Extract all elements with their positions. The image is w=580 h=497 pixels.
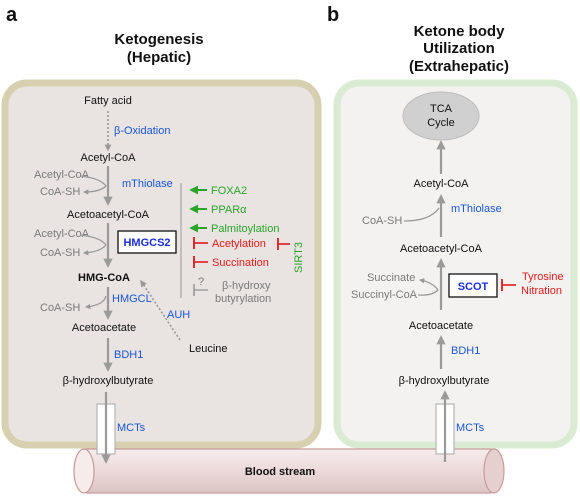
panel-b-title-line1: Ketone body: [414, 23, 505, 40]
sirt3-label: SIRT3: [293, 242, 305, 273]
coa-sh-b-curve: [403, 207, 440, 222]
bdh1-a-label: BDH1: [114, 349, 143, 361]
foxa2-label: FOXA2: [211, 185, 247, 197]
tca-line2: Cycle: [427, 117, 455, 129]
coa-sh-2: CoA-SH: [40, 247, 80, 259]
acetoacetate-b-label: Acetoacetate: [409, 320, 473, 332]
fatty-acid-label: Fatty acid: [84, 95, 132, 107]
mthiolase-b-label: mThiolase: [451, 203, 502, 215]
tyrosine-label: Tyrosine: [522, 271, 564, 283]
acetyl-coa-b-label: Acetyl-CoA: [413, 178, 469, 190]
succinyl-coa-label: Succinyl-CoA: [351, 289, 418, 301]
nitration-label: Nitration: [521, 285, 562, 297]
hmgcs2-box: [117, 230, 177, 254]
panel-b-title-line3: (Extrahepatic): [409, 58, 509, 75]
bhb-a-label: β-hydroxylbutyrate: [63, 375, 154, 387]
panel-b-title-line2: Utilization: [423, 40, 495, 57]
scot-box: [448, 273, 498, 298]
mcts-a-label: MCTs: [117, 422, 146, 434]
acetyl-coa-in-curve-2: [79, 234, 107, 246]
bhb-b-label: β-hydroxylbutyrate: [399, 375, 490, 387]
succinate-out-curve: [418, 278, 439, 291]
vessel-right-end: [483, 448, 505, 494]
panel-a-title-line1: Ketogenesis: [114, 31, 203, 48]
scot-label: SCOT: [458, 281, 489, 293]
bdh1-b-label: BDH1: [451, 345, 480, 357]
coa-sh-out-curve-2: [82, 244, 107, 256]
vessel-left-end: [73, 448, 95, 494]
acetoacetyl-coa-b-label: Acetoacetyl-CoA: [400, 243, 483, 255]
blood-stream-label: Blood stream: [245, 466, 316, 478]
panel-a-label: a: [6, 4, 18, 26]
tca-line1: TCA: [430, 103, 453, 115]
bhb-mod-line1: β-hydroxy: [222, 280, 271, 292]
acetoacetyl-coa-label: Acetoacetyl-CoA: [67, 209, 150, 221]
succination-label: Succination: [212, 257, 269, 269]
hmg-coa-label: HMG-CoA: [78, 272, 130, 284]
succinate-label: Succinate: [367, 272, 415, 284]
coa-sh-b: CoA-SH: [362, 215, 402, 227]
panel-b-label: b: [327, 4, 339, 26]
acetylation-label: Acetylation: [212, 238, 266, 250]
coa-sh-out-curve-3: [84, 295, 107, 310]
question-mark: ?: [198, 276, 204, 288]
panel-a-title-line2: (Hepatic): [127, 49, 191, 66]
tca-cycle-ellipse: [402, 91, 480, 141]
auh-label: AUH: [167, 309, 190, 321]
mcts-b-label: MCTs: [456, 422, 485, 434]
extrahepatic-cell: [333, 79, 578, 449]
palmitoylation-label: Palmitoylation: [211, 223, 279, 235]
ppara-label: PPARα: [211, 204, 247, 216]
acetoacetate-a-label: Acetoacetate: [72, 322, 136, 334]
bhb-mod-line2: butyrylation: [215, 293, 271, 305]
leucine-label: Leucine: [189, 343, 228, 355]
hmgcs2-label: HMGCS2: [123, 237, 170, 249]
coa-sh-out-curve-1: [82, 185, 107, 195]
side-acetyl-coa-2: Acetyl-CoA: [34, 228, 90, 240]
acetyl-coa-in-curve-1: [79, 175, 107, 187]
mthiolase-a-label: mThiolase: [122, 178, 173, 190]
succinyl-coa-in-curve: [417, 289, 439, 296]
coa-sh-3: CoA-SH: [40, 302, 80, 314]
coa-sh-1: CoA-SH: [40, 186, 80, 198]
hmgcl-label: HMGCL: [112, 293, 152, 305]
side-acetyl-coa-1: Acetyl-CoA: [34, 169, 90, 181]
acetyl-coa-label: Acetyl-CoA: [80, 152, 136, 164]
hepatic-cell: [1, 79, 322, 449]
beta-oxidation-label: β-Oxidation: [114, 125, 170, 137]
